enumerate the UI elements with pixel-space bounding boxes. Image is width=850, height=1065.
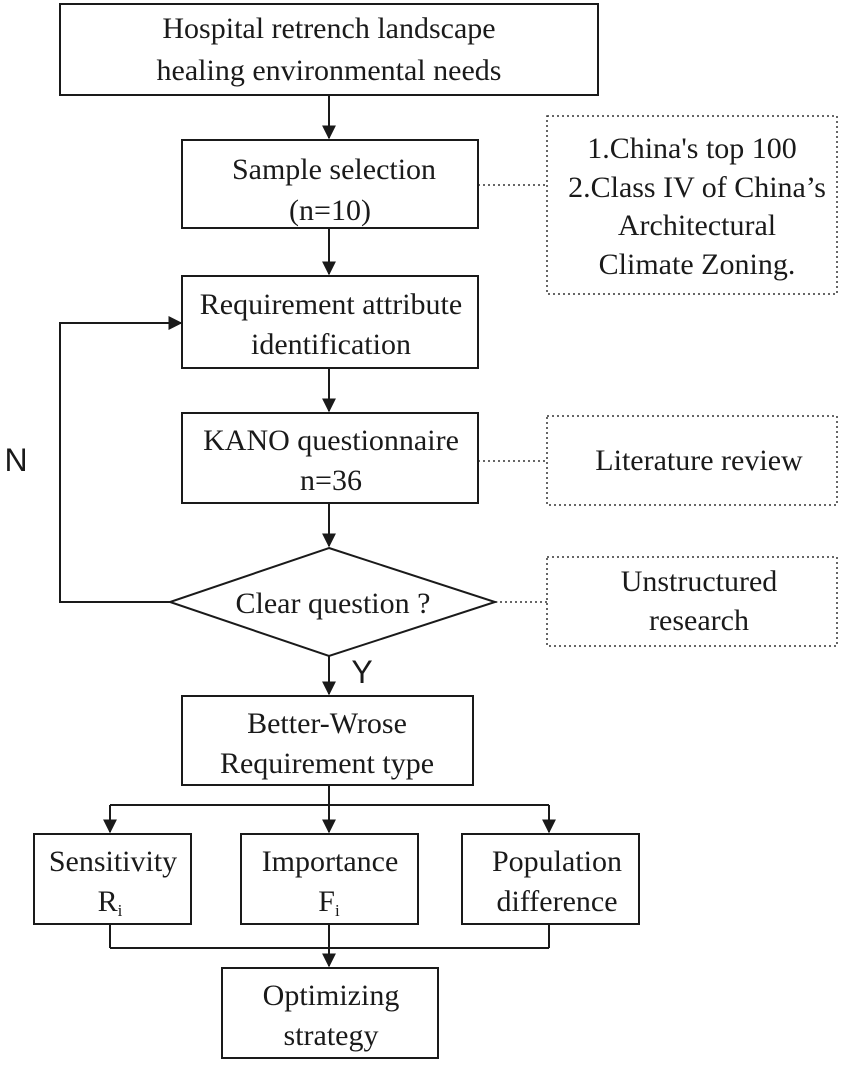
sensitivity-line-1: Sensitivity (49, 845, 177, 878)
better-worse-box (181, 695, 474, 786)
population-line-2: difference (496, 885, 617, 918)
sample-note-line-4: Climate Zoning. (599, 248, 796, 281)
population-line-1: Population (492, 845, 622, 878)
arrow-no-loop (59, 316, 183, 603)
decision-note-line-1: Unstructured (621, 565, 778, 598)
strategy-box (221, 967, 439, 1059)
branch-label-yes: Y (351, 654, 372, 690)
branch-label-no: N (4, 442, 27, 478)
kano-line-1: KANO questionnaire (203, 424, 459, 457)
strategy-line-1: Optimizing (263, 979, 400, 1012)
sample-note-line-3: Architectural (618, 209, 776, 242)
sample-note-line-2: 2.Class IV of China’s (568, 171, 826, 204)
attribute-box (181, 275, 479, 369)
needs-line-1: Hospital retrench landscape (162, 12, 495, 45)
population-box (461, 833, 640, 925)
kano-note-box (546, 415, 838, 506)
strategy-line-2: strategy (284, 1019, 379, 1052)
decision-label: Clear question ? (236, 587, 431, 620)
attribute-line-1: Requirement attribute (200, 288, 462, 321)
importance-subscript: i (335, 901, 340, 920)
sensitivity-symbol: R (98, 885, 118, 918)
better-worse-line-2: Requirement type (220, 747, 434, 780)
sample-note-line-1: 1.China's top 100 (587, 132, 797, 165)
kano-box (181, 412, 479, 504)
better-worse-line-1: Better-Wrose (247, 707, 407, 740)
kano-line-2: n=36 (300, 464, 362, 497)
importance-symbol: F (318, 885, 335, 918)
decision-note-line-2: research (649, 604, 749, 637)
sample-box (181, 139, 479, 229)
importance-box (240, 833, 419, 925)
kano-note-line-1: Literature review (595, 444, 803, 477)
sample-note-box (546, 115, 838, 295)
decision-note-box (546, 556, 838, 647)
needs-box (59, 3, 599, 96)
sample-line-1: Sample selection (232, 153, 436, 186)
decision-diamond (166, 546, 499, 658)
importance-line-2: Fi (318, 885, 340, 920)
sensitivity-box (33, 833, 192, 925)
importance-line-1: Importance (262, 845, 399, 878)
attribute-line-2: identification (251, 328, 411, 361)
needs-line-2: healing environmental needs (157, 54, 502, 87)
sample-line-2: (n=10) (289, 194, 371, 227)
sensitivity-line-2: Ri (98, 885, 123, 920)
sensitivity-subscript: i (118, 901, 123, 920)
